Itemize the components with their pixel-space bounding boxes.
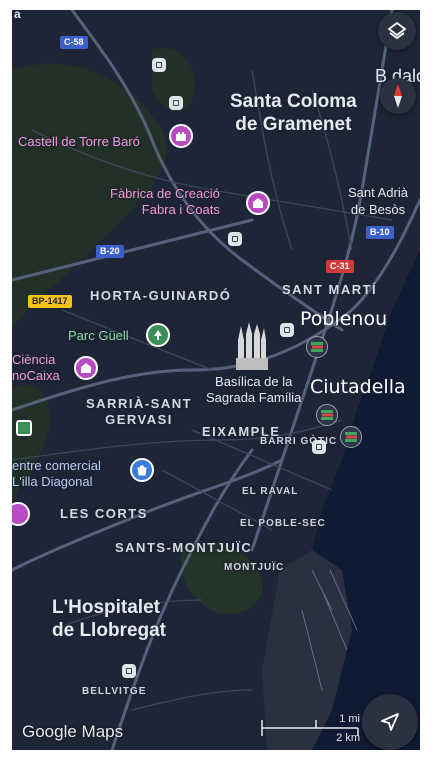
sants-montjuic-label: SANTS-MONTJUÏC (115, 540, 253, 555)
museum-pin-icon[interactable] (74, 356, 98, 380)
road-bp1417-badge: BP-1417 (28, 295, 72, 308)
park-pin-icon[interactable] (146, 323, 170, 347)
shopping-pin-icon[interactable] (130, 458, 154, 482)
el-raval-label: EL RAVAL (242, 486, 299, 497)
horta-guinardo-label: HORTA-GUINARDÓ (90, 288, 232, 303)
montjuic-label: MONTJUÏC (224, 562, 285, 573)
ciencia-label: Ciència noCaixa (12, 352, 60, 383)
sagrada-familia-icon[interactable] (234, 322, 268, 372)
compass-icon (394, 84, 402, 108)
saved-place-books-icon[interactable] (306, 336, 328, 358)
sarria-label: SARRIÀ-SANT GERVASI (86, 396, 193, 427)
train-station-icon[interactable] (122, 664, 136, 678)
road-c31-badge: C-31 (326, 260, 354, 273)
my-location-button[interactable] (362, 694, 418, 750)
fabrica-label: Fàbrica de Creació Fabra i Coats (110, 186, 220, 217)
train-station-icon[interactable] (228, 232, 242, 246)
road-b20-badge: B-20 (96, 245, 124, 258)
navigation-arrow-icon (381, 713, 399, 731)
corner-text: a (14, 10, 21, 21)
scale-km: 2 km (336, 732, 360, 744)
centre-comercial-label: entre comercial L'illa Diagonal (12, 458, 101, 489)
scale-miles: 1 mi (339, 713, 360, 725)
sant-marti-label: SANT MARTÍ (282, 282, 378, 297)
edge-pin-icon[interactable] (12, 502, 30, 526)
les-corts-label: LES CORTS (60, 506, 148, 521)
saved-place-books-icon[interactable] (316, 404, 338, 426)
sagrada-label: Basílica de la Sagrada Família (206, 374, 302, 405)
fabrica-pin-icon[interactable] (246, 191, 270, 215)
castell-pin-icon[interactable] (169, 124, 193, 148)
layers-button[interactable] (378, 12, 416, 50)
parc-guell-label: Parc Güell (68, 328, 129, 343)
train-station-icon[interactable] (152, 58, 166, 72)
eixample-label: EIXAMPLE (202, 424, 281, 439)
scale-bar (261, 720, 359, 736)
layers-icon (387, 21, 407, 40)
ciutadella-annotation: Ciutadella (310, 376, 406, 398)
map-canvas[interactable]: a Santa Coloma de Gramenet L'Hospitalet … (12, 10, 420, 750)
castell-label: Castell de Torre Baró (18, 134, 140, 149)
poblenou-annotation: Poblenou (300, 308, 388, 330)
road-b10-badge: B-10 (366, 226, 394, 239)
edge-green-icon[interactable] (16, 420, 32, 436)
hospitalet-label: L'Hospitalet de Llobregat (52, 597, 167, 641)
train-station-icon[interactable] (280, 323, 294, 337)
train-station-icon[interactable] (169, 96, 183, 110)
train-station-icon[interactable] (312, 440, 326, 454)
poble-sec-label: EL POBLE-SEC (240, 518, 326, 529)
map-base (12, 10, 420, 750)
saved-place-books-icon[interactable] (340, 426, 362, 448)
bellvitge-label: BELLVITGE (82, 686, 147, 697)
road-c58-badge: C-58 (60, 36, 88, 49)
compass-button[interactable] (380, 78, 416, 114)
sant-adria-label: Sant Adrià de Besòs (348, 185, 408, 217)
santa-coloma-label: Santa Coloma de Gramenet (230, 91, 357, 135)
barri-gotic-label: BARRI GÒTIC (260, 436, 338, 447)
map-scale: 1 mi 2 km (260, 713, 360, 746)
google-maps-logo: Google Maps (22, 722, 124, 741)
